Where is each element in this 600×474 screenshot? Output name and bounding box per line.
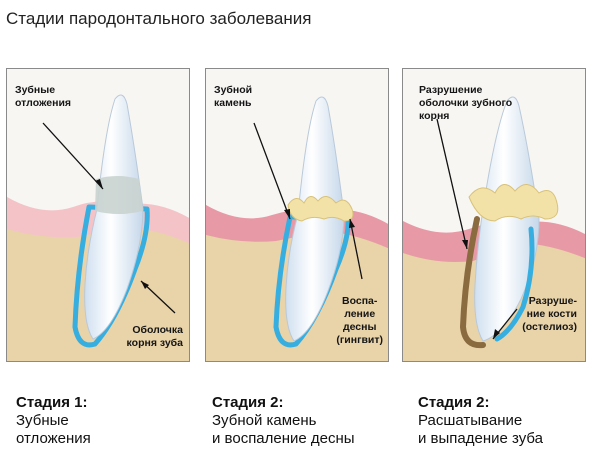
stage-1-illustration: [7, 94, 189, 361]
gingivitis-label: Воспа- ление десны (гингвит): [336, 295, 383, 346]
stage-3-illustration: [403, 96, 585, 361]
root-sheath: [72, 204, 150, 348]
osteolysis-label: Разруше- ние кости (остелиоз): [522, 295, 577, 333]
page-title: Стадии пародонтального заболевания: [6, 9, 312, 28]
tooth: [84, 94, 144, 340]
dental-calculus: [468, 184, 559, 222]
sheath-destruction-label: Разрушение оболочки зубного корня: [419, 84, 513, 122]
stage-1-heading: Стадия 1:: [16, 394, 88, 411]
stage-2-heading: Стадия 2:: [212, 394, 284, 411]
destroyed-root-sheath: [459, 216, 486, 349]
dental-plaque: [95, 176, 143, 214]
tooth: [474, 96, 540, 342]
stage-2-illustration: [206, 96, 388, 361]
calculus-label: Зубной камень: [214, 84, 253, 109]
stage-2-caption: Стадия 2: Зубной камень и воспаление дес…: [212, 394, 355, 447]
stage-1-caption: Стадия 1: Зубные отложения: [16, 394, 91, 447]
stage-2-panel: Зубной камень Воспа- ление десны (гингви…: [205, 68, 389, 362]
tooth: [285, 96, 345, 342]
stage-3-panel: Разрушение оболочки зубного корня Разруш…: [402, 68, 586, 362]
root-sheath-label: Оболочка корня зуба: [126, 324, 183, 349]
plaque-label: Зубные отложения: [15, 84, 72, 109]
root-sheath: [494, 226, 535, 342]
stage-1-panel: Зубные отложения Оболочка корня зуба: [6, 68, 190, 362]
stage-3-caption: Стадия 2: Расшатывание и выпадение зуба: [418, 394, 543, 447]
stage-3-heading: Стадия 2:: [418, 394, 490, 411]
dental-calculus: [287, 196, 354, 222]
root-sheath: [273, 212, 351, 348]
